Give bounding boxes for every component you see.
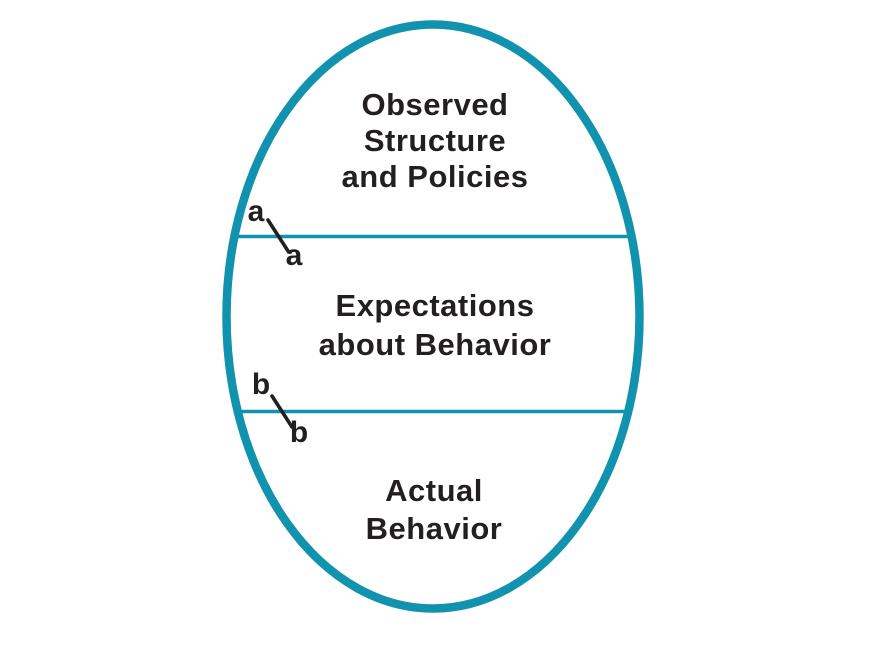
tick-mark-b: [270, 394, 294, 429]
section-label-observed-structure-and-policies: Observed Structure and Policies: [341, 87, 529, 194]
marker-b-below-line: b: [289, 416, 309, 449]
section-label-expectations-about-behavior: Expectations about Behavior: [318, 288, 552, 362]
marker-b-above-line: b: [251, 368, 271, 401]
marker-a-below-line: a: [285, 239, 303, 272]
section-label-actual-behavior: Actual Behavior: [365, 473, 503, 546]
marker-a-above-line: a: [247, 195, 265, 228]
tick-mark-a: [266, 218, 290, 253]
system-boundary-ellipse: [222, 20, 644, 613]
